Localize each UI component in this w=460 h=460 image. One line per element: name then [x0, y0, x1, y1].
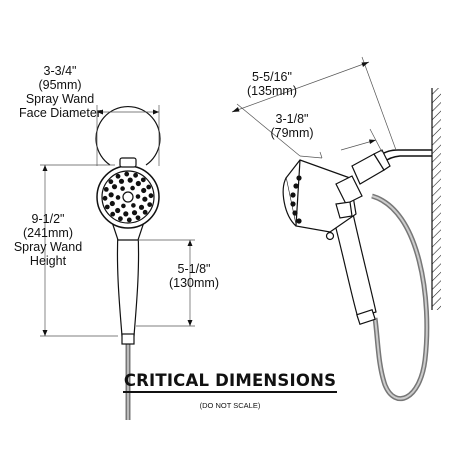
overall-reach-label: 5-5/16" (135mm): [246, 70, 297, 98]
side-dimension-lines: [231, 56, 397, 159]
drawing-title: CRITICAL DIMENSIONS: [0, 371, 460, 393]
handle: [116, 231, 140, 337]
side-dimension-arrows: [232, 62, 376, 144]
spray-nozzles: [102, 171, 154, 223]
side-view: [282, 88, 441, 402]
front-dimension-arrows: [42, 109, 193, 336]
scale-note: (DO NOT SCALE): [199, 401, 261, 410]
mount-reach-label: 3-1/8" (79mm): [270, 112, 314, 140]
front-view: [95, 106, 161, 420]
wall: [432, 88, 441, 310]
shower-arm: [379, 149, 432, 157]
front-dimension-lines: [40, 105, 195, 337]
handle-nut: [121, 333, 135, 345]
handle-length-label: 5-1/8" (130mm): [168, 262, 219, 290]
face-diameter-label: 3-3/4" (95mm) Spray Wand Face Diameter: [19, 64, 101, 120]
wand-height-label: 9-1/2" (241mm) Spray Wand Height: [13, 212, 83, 268]
side-handle: [329, 199, 377, 319]
